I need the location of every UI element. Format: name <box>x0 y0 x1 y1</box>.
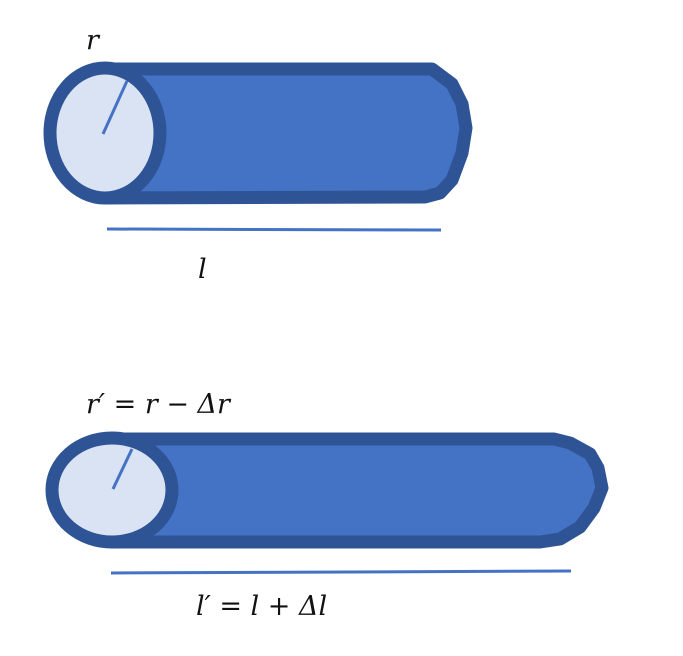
stretched-length-line <box>110 569 572 575</box>
stretched-radius-line <box>111 448 134 490</box>
original-radius-label: r <box>86 25 101 56</box>
original-cylinder: r l <box>43 25 473 285</box>
stretched-cylinder: r′ = r − Δr l′ = l + Δl <box>45 389 609 622</box>
original-length-line <box>106 227 442 232</box>
stretched-cylinder-end-face <box>45 431 179 549</box>
stretched-length-label: l′ = l + Δl <box>196 591 327 622</box>
stretched-cylinder-body <box>105 432 609 549</box>
stretched-radius-label: r′ = r − Δr <box>86 389 232 420</box>
original-length-label: l <box>198 254 207 285</box>
original-radius-line <box>101 80 129 135</box>
original-cylinder-body <box>98 62 473 205</box>
